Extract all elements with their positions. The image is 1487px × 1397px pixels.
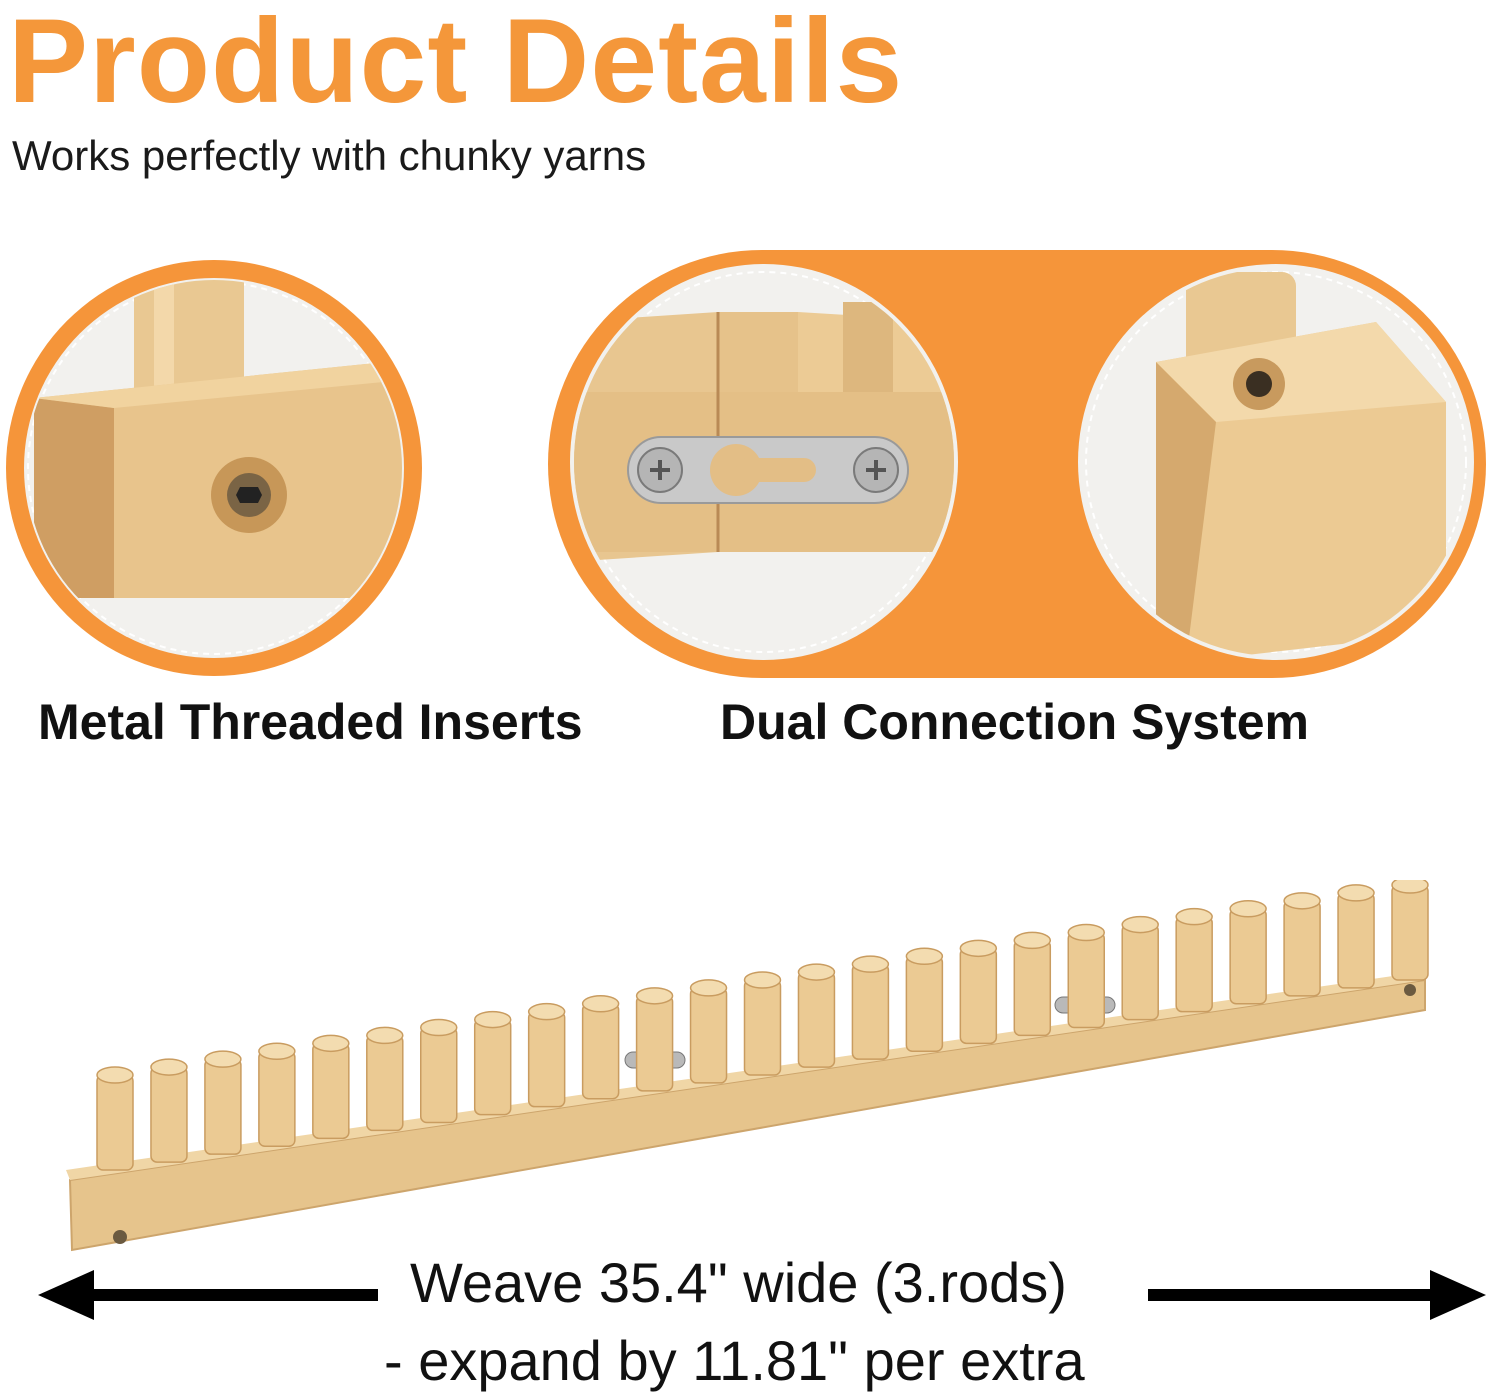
loom-peg-top <box>420 1018 458 1037</box>
loom-peg <box>258 1050 296 1147</box>
loom-peg-top <box>1283 892 1321 910</box>
bar-insert-hole <box>113 1230 127 1244</box>
loom-peg-top <box>851 955 890 973</box>
loom-peg <box>689 987 728 1084</box>
loom-peg-top <box>473 1010 512 1029</box>
connector-plate-photo <box>568 262 960 662</box>
loom-peg <box>366 1034 404 1132</box>
dimension-expand-text: - expand by 11.81" per extra <box>384 1329 1085 1392</box>
loom-peg-top <box>1121 915 1159 934</box>
loom-peg <box>150 1066 188 1163</box>
loom-peg-top <box>581 995 620 1013</box>
loom-peg <box>797 971 836 1068</box>
loom-peg-top <box>905 947 944 965</box>
loom-peg <box>473 1018 512 1116</box>
loom-peg <box>527 1010 566 1108</box>
loom-peg-top <box>312 1034 350 1053</box>
threaded-insert-photo <box>4 258 424 678</box>
loom-peg <box>1013 939 1052 1037</box>
loom-peg-top <box>366 1026 404 1045</box>
loom-peg-top <box>527 1002 566 1021</box>
loom-peg-top <box>150 1058 188 1076</box>
loom-peg-top <box>1391 880 1429 894</box>
loom-peg <box>1067 931 1105 1029</box>
page-subtitle: Works perfectly with chunky yarns <box>12 132 647 179</box>
page-title: Product Details <box>8 0 904 128</box>
peg-loom-image <box>66 880 1429 1252</box>
loom-peg <box>1229 908 1267 1005</box>
loom-peg-top <box>1013 931 1052 950</box>
loom-peg <box>743 979 782 1076</box>
loom-peg <box>1121 923 1159 1021</box>
loom-peg <box>581 1003 620 1100</box>
loom-peg-top <box>96 1066 134 1084</box>
loom-peg-top <box>258 1042 296 1060</box>
loom-peg <box>1283 900 1321 997</box>
loom-peg <box>96 1074 134 1171</box>
loom-peg-top <box>1337 884 1375 902</box>
loom-peg <box>851 963 890 1060</box>
loom-peg-top <box>1229 900 1267 918</box>
feature-label-inserts: Metal Threaded Inserts <box>38 694 583 750</box>
loom-peg-top <box>689 979 728 997</box>
loom-peg-top <box>797 963 836 981</box>
loom-peg <box>312 1042 350 1140</box>
bar-insert-hole <box>1404 984 1416 996</box>
feature-label-connection: Dual Connection System <box>720 694 1309 750</box>
loom-peg-top <box>743 971 782 989</box>
loom-peg <box>204 1058 242 1155</box>
loom-peg <box>1391 884 1429 981</box>
loom-peg <box>1337 892 1375 989</box>
loom-peg-top <box>959 939 998 958</box>
end-piece-photo <box>1076 262 1476 662</box>
dimension-arrow-left <box>38 1270 378 1320</box>
loom-peg <box>635 995 674 1092</box>
loom-peg <box>905 955 944 1052</box>
dimension-arrow-right <box>1148 1270 1486 1320</box>
loom-peg-top <box>204 1050 242 1068</box>
dimension-width-text: Weave 35.4" wide (3.rods) <box>410 1251 1067 1314</box>
loom-peg-top <box>1175 907 1213 926</box>
loom-peg-top <box>1067 923 1105 942</box>
loom-peg <box>1175 915 1213 1013</box>
loom-peg-top <box>635 987 674 1005</box>
loom-peg <box>959 947 998 1045</box>
loom-peg <box>420 1026 458 1124</box>
